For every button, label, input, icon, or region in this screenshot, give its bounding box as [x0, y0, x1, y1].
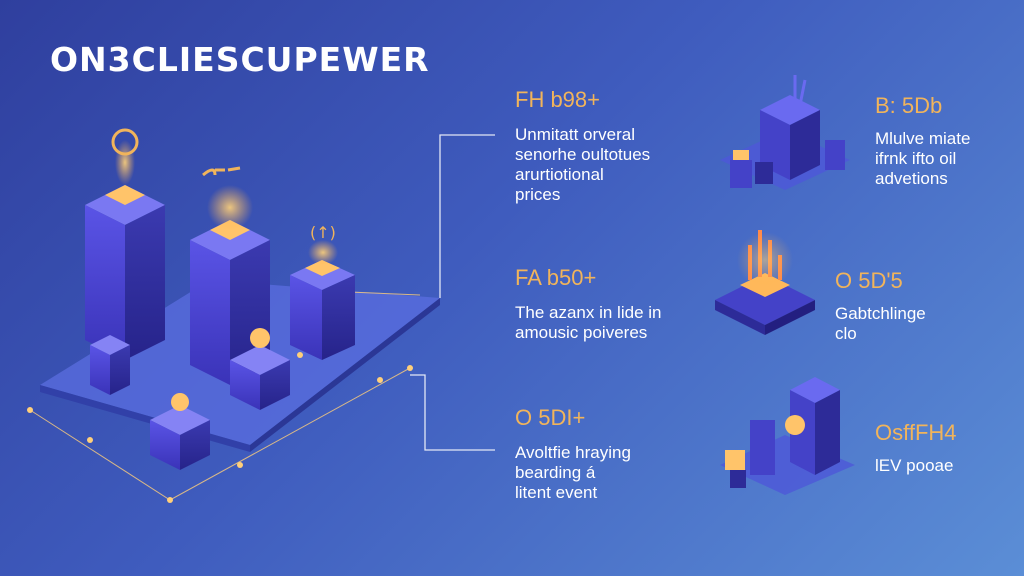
- icon-cluster-top: [720, 75, 850, 190]
- item-heading: O 5D'5: [835, 268, 903, 293]
- connector-line-top: [439, 134, 495, 298]
- small-blocks: [90, 328, 290, 470]
- item-description: Mlulve miate ifrnk ifto oil advetions: [875, 129, 971, 188]
- label-item-4: B: 5Db Mlulve miate ifrnk ifto oil advet…: [875, 93, 970, 189]
- svg-text:(↑): (↑): [310, 223, 336, 242]
- page-title: ON3CLIESCUPEWER: [50, 40, 430, 79]
- label-item-2: FA b50+ The azanx in lide in amousic poi…: [515, 265, 661, 343]
- item-heading: B: 5Db: [875, 93, 943, 118]
- connector-line-bottom: [410, 374, 495, 451]
- tower-right: (↑): [290, 223, 355, 360]
- label-item-1: FH b98+ Unmitatt orveral senorhe oultotu…: [515, 87, 650, 205]
- item-description: Avoltfie hraying bearding á litent event: [515, 443, 631, 502]
- label-item-5: O 5D'5 Gabtchlinge clo: [835, 268, 926, 344]
- connector-lines: [410, 134, 495, 451]
- item-heading: FH b98+: [515, 87, 600, 112]
- item-heading: FA b50+: [515, 265, 597, 290]
- item-description: lEV pooae: [875, 456, 954, 475]
- icon-cluster-bottom: [720, 377, 855, 495]
- item-heading: O 5DI+: [515, 405, 586, 430]
- item-description: Gabtchlinge clo: [835, 304, 926, 343]
- item-description: The azanx in lide in amousic poiveres: [515, 303, 662, 342]
- tower-left: [85, 128, 165, 360]
- label-item-6: OsffFH4 lEV pooae: [875, 420, 957, 476]
- icon-cluster-middle: [715, 230, 815, 335]
- item-heading: OsffFH4: [875, 420, 957, 445]
- item-description: Unmitatt orveral senorhe oultotues arurt…: [515, 125, 651, 204]
- label-item-3: O 5DI+ Avoltfie hraying bearding á liten…: [515, 405, 631, 503]
